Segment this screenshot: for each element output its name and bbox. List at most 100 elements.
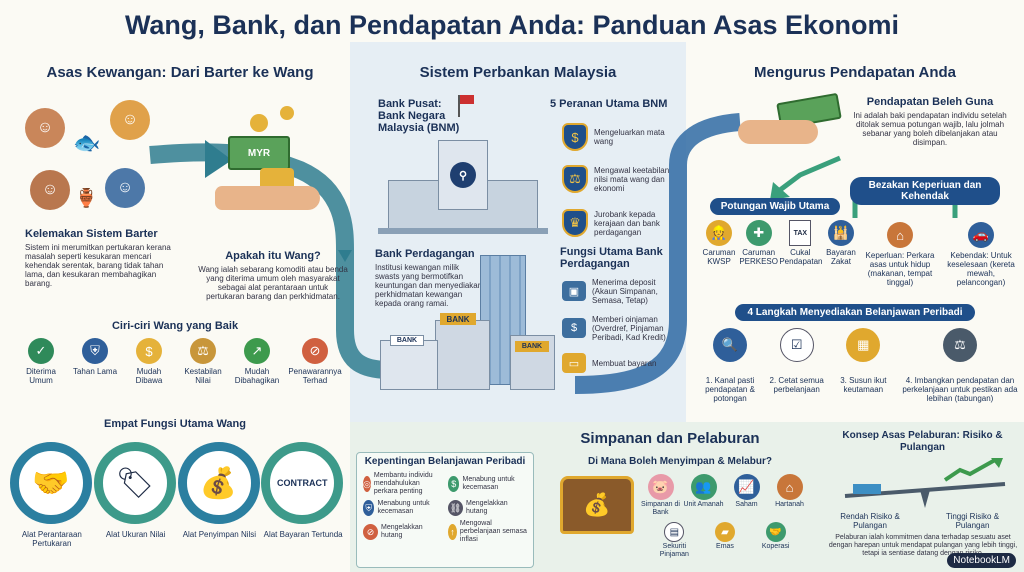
functions-row: 🤝 🏷 💰 CONTRACT xyxy=(10,442,345,524)
house-icon: ⌂ xyxy=(887,222,913,248)
high-risk-label: Tinggi Risiko & Pulangan xyxy=(945,512,1000,530)
deduction-perkeso: ✚Caruman PERKESO xyxy=(739,220,779,266)
barter-illustration: ☺ ☺ 🐟 ☺ ☺ 🏺 xyxy=(15,100,165,220)
checkmark-icon: ✓ xyxy=(28,338,54,364)
handshake-icon: 🤝 xyxy=(765,522,786,542)
importance-item: $Menabung untuk kecemasan xyxy=(448,472,527,496)
feature-divisible: ↗Mudah Dibahagikan xyxy=(231,338,283,385)
target-icon: ◎ xyxy=(363,476,371,492)
disposable-body: Ini adalah baki pendapatan individu sete… xyxy=(853,111,1007,147)
deductions-title: Potungan Wajib Utama xyxy=(710,198,840,215)
money-body: Wang ialah sebarang komoditi atau benda … xyxy=(198,265,348,301)
banknote-icon: MYR xyxy=(228,136,290,170)
budget-steps-labels: 1. Kanal pasti pendapatan & potongan 2. … xyxy=(705,376,1018,403)
budget-step: 🔍 xyxy=(700,328,760,362)
scale-icon: ⚖ xyxy=(190,338,216,364)
where-item: 👥Unit Amanah xyxy=(683,474,724,517)
risk-balance-illustration xyxy=(844,458,1006,508)
money-block: Apakah itu Wang? Wang ialah sebarang kom… xyxy=(198,250,348,301)
commercial-function-item: $Memberi oinjaman (Overdref, Pinjaman Pe… xyxy=(562,308,682,348)
certificate-icon: ▤ xyxy=(664,522,685,542)
magnifier-icon: 🔍 xyxy=(713,328,747,362)
stock-chart-icon: 📈 xyxy=(733,474,760,500)
no-sign-icon: ⊘ xyxy=(302,338,328,364)
shield-icon: ⛨ xyxy=(363,500,375,516)
risk-title: Konsep Asas Pelaburan: Risiko & Pulangan xyxy=(842,430,1003,453)
budget-step: ▦ xyxy=(833,328,893,362)
pot-icon: 🏺 xyxy=(75,188,98,208)
bnm-logo-icon: ⚲ xyxy=(450,162,476,188)
central-bank-building: ⚲ xyxy=(378,95,548,235)
risk-body: Pelaburan ialah kommitmen dana terhadap … xyxy=(828,534,1018,557)
tax-document-icon: TAX xyxy=(789,220,812,246)
people-icon: 👥 xyxy=(690,474,717,500)
gold-bar-icon: ▰ xyxy=(714,522,735,542)
importance-item: ⊘Mengelakkan hutang xyxy=(363,520,442,544)
coin-stack-icon xyxy=(260,168,294,190)
treasure-chest-icon: 💰 xyxy=(560,476,634,534)
where-item: 🤝Koperasi xyxy=(751,522,800,559)
functions-heading: Empat Fungsi Utama Wang xyxy=(104,418,246,430)
commercial-title: Bank Perdagangan xyxy=(375,248,475,260)
importance-title: Kepentingan Belanjawan Peribadi xyxy=(364,456,526,467)
deduction-zakat: 🕌Bayaran Zakat xyxy=(822,220,860,266)
budget-step: ☑ xyxy=(767,328,827,362)
middle-heading: Sistem Perbankan Malaysia xyxy=(419,64,617,81)
commercial-function-item: ▭Membuat bayaran xyxy=(562,348,682,378)
importance-item: ◎Membantu individu mendahulukan perkara … xyxy=(363,472,433,495)
card-icon: ▭ xyxy=(562,353,586,373)
hand-icon xyxy=(215,186,320,210)
flag-icon xyxy=(460,95,474,104)
blocks-icon: ▦ xyxy=(846,328,881,362)
person-icon: ☺ xyxy=(105,168,145,208)
commercial-block: Bank Perdagangan Institusi kewangan mili… xyxy=(375,248,485,308)
crown-shield-icon: ♛ xyxy=(562,209,588,237)
want-text: Kebendak: Untuk keselesaan (kereta mewah… xyxy=(947,251,1015,287)
where-grid-bottom: ▤Sekuriti Pinjaman ▰Emas 🤝Koperasi xyxy=(650,522,800,559)
bnm-role-item: ⚖Mengawal keetabilan nilsi mata wang dan… xyxy=(562,156,682,202)
bnm-roles-title: 5 Peranan Utama BNM xyxy=(550,98,668,110)
feature-portable: $Mudah Dibawa xyxy=(123,338,175,385)
broken-chain-icon: ⛓ xyxy=(448,500,464,516)
no-debt-icon: ⊘ xyxy=(363,524,379,540)
bnm-role-item: $Mengeluarkan mata wang xyxy=(562,118,682,156)
deduction-kwsp: 👷Caruman KWSP xyxy=(700,220,738,266)
contract-icon: CONTRACT xyxy=(261,442,344,524)
importance-item: ⛨Menabung untuk kecemasan xyxy=(363,500,442,516)
importance-grid: ◎Membantu individu mendahulukan perkara … xyxy=(357,468,533,548)
where-grid-top: 🐷Simpanan di Bank 👥Unit Amanah 📈Saham ⌂H… xyxy=(640,474,810,517)
central-bank-title: Bank Pusat: Bank Negara Malaysia (BNM) xyxy=(378,98,460,134)
person-icon: ☺ xyxy=(25,108,65,148)
coin-hand-icon: $ xyxy=(136,338,162,364)
functions-labels: Alat Perantaraan Pertukaran Alat Ukuran … xyxy=(21,530,343,548)
barter-body: Sistem ini merumitkan pertukaran kerana … xyxy=(25,243,171,288)
fish-icon: 🐟 xyxy=(73,130,101,155)
features-heading: Ciri-ciri Wang yang Baik xyxy=(111,320,239,332)
page-title: Wang, Bank, dan Pendapatan Anda: Panduan… xyxy=(124,10,900,40)
car-icon: 🚗 xyxy=(968,222,994,248)
person-icon: ☺ xyxy=(110,100,150,140)
inflation-icon: ↑ xyxy=(448,524,457,540)
function-store: 💰 xyxy=(177,442,262,524)
wave-icon xyxy=(853,484,881,494)
person-icon: ☺ xyxy=(30,170,70,210)
barter-block: Kelemakan Sistem Barter Sistem ini merum… xyxy=(25,228,175,288)
importance-item: ⛓Mengelakkan hutang xyxy=(448,500,508,516)
treasure-chest-icon: 💰 xyxy=(177,442,260,524)
where-item: 📈Saham xyxy=(726,474,767,517)
balance-scale-icon: ⚖ xyxy=(942,328,977,362)
budget-title: 4 Langkah Menyediakan Belanjawan Peribad… xyxy=(735,304,975,321)
brand-badge: NotebookLM xyxy=(947,553,1016,568)
where-item: ▤Sekuriti Pinjaman xyxy=(650,522,699,559)
want-block: 🚗 Kebendak: Untuk keselesaan (kereta mew… xyxy=(942,222,1020,287)
coin-icon xyxy=(250,114,268,132)
chart-up-icon: ↗ xyxy=(244,338,270,364)
bnm-role-item: ♛Jurobank kepada kerajaan dan bank perda… xyxy=(562,202,682,244)
needs-title: Bezakan Keperiuan dan Kehendak xyxy=(850,177,1000,205)
commercial-bank-buildings: BANK BANK BANK xyxy=(380,255,555,400)
money-hand-icon: $ xyxy=(562,318,586,338)
budget-steps-row: 🔍 ☑ ▦ ⚖ xyxy=(700,328,1020,362)
piggy-icon: $ xyxy=(448,476,460,492)
